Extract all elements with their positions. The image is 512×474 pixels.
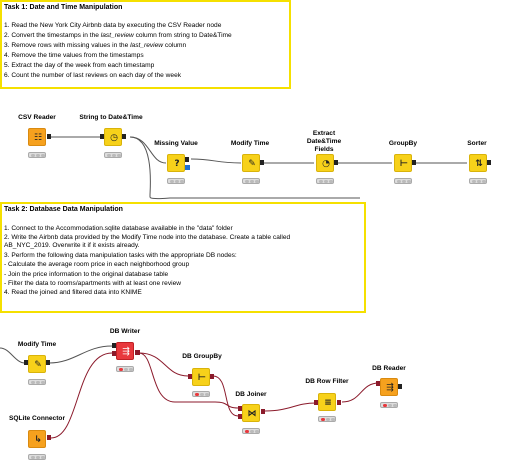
status-traffic-light bbox=[192, 391, 210, 397]
connection-dbjoiner-to-dbrowfilter[interactable] bbox=[264, 402, 317, 412]
task2-line-4: 3. Perform the following data manipulati… bbox=[4, 252, 237, 259]
connection-modify2-to-dbwriter[interactable] bbox=[48, 345, 113, 364]
status-traffic-light bbox=[28, 152, 46, 158]
input-port-db[interactable] bbox=[314, 400, 318, 405]
task2-annotation[interactable]: Task 2: Database Data Manipulation 1. Co… bbox=[0, 202, 366, 313]
clock-edit-icon[interactable]: ✎ bbox=[242, 154, 260, 172]
task2-line-5: - Calculate the average room price in ea… bbox=[4, 261, 190, 268]
task1-annotation[interactable]: Task 1: Date and Time Manipulation 1. Re… bbox=[0, 0, 291, 89]
model-output-port[interactable] bbox=[185, 165, 190, 170]
task1-line-1: 1. Read the New York City Airbnb data by… bbox=[4, 22, 222, 29]
input-port-db[interactable] bbox=[376, 381, 380, 386]
connection-sqlite-to-dbwriter[interactable] bbox=[50, 352, 113, 439]
task2-title: Task 2: Database Data Manipulation bbox=[4, 206, 123, 213]
calendar-icon[interactable]: ◔ bbox=[316, 154, 334, 172]
sort-icon[interactable]: ⇅ bbox=[469, 154, 487, 172]
status-traffic-light bbox=[28, 379, 46, 385]
status-traffic-light bbox=[394, 178, 412, 184]
sqlite-icon[interactable]: ↳ bbox=[28, 430, 46, 448]
task1-line-6: 6. Count the number of last reviews on e… bbox=[4, 72, 182, 79]
input-port-left[interactable] bbox=[238, 406, 242, 411]
task1-line-5: 5. Extract the day of the week from each… bbox=[4, 62, 155, 69]
node-label-line-1: Extract Date&Time Fields bbox=[306, 130, 342, 153]
connection-dbwriter-to-dbjoiner[interactable] bbox=[138, 352, 239, 409]
node-label: Extract Date&Time Fields bbox=[307, 130, 341, 154]
task1-line-3: 3. Remove rows with missing values in th… bbox=[4, 42, 187, 49]
status-traffic-light bbox=[380, 402, 398, 408]
status-traffic-light bbox=[316, 178, 334, 184]
groupby-icon[interactable]: ⊢ bbox=[394, 154, 412, 172]
input-port[interactable] bbox=[100, 134, 104, 139]
output-port-db[interactable] bbox=[210, 374, 214, 379]
status-traffic-light bbox=[28, 454, 46, 460]
output-port-db[interactable] bbox=[337, 400, 341, 405]
node-label: DB GroupBy bbox=[182, 353, 222, 360]
task2-line-3: AB_NYC_2019. Overwrite it if it exists a… bbox=[4, 242, 140, 249]
node-label: Modify Time bbox=[230, 140, 270, 147]
db-join-icon[interactable]: ⋈ bbox=[242, 404, 260, 422]
connection-missing-wrap[interactable] bbox=[129, 136, 360, 200]
db-filter-icon[interactable]: ≡ bbox=[318, 393, 336, 411]
table-icon[interactable]: ☷ bbox=[28, 128, 46, 146]
output-port-db[interactable] bbox=[135, 350, 140, 355]
output-port[interactable] bbox=[47, 134, 51, 139]
output-port-db[interactable] bbox=[47, 435, 51, 440]
node-label: Modify Time bbox=[17, 341, 57, 348]
status-traffic-light bbox=[167, 178, 185, 184]
node-label: GroupBy bbox=[388, 140, 418, 147]
connection-wrap-into-modify2[interactable] bbox=[0, 347, 26, 364]
output-port[interactable] bbox=[185, 157, 189, 162]
input-port[interactable] bbox=[24, 360, 28, 365]
input-port-db[interactable] bbox=[112, 351, 116, 356]
node-label: DB Reader bbox=[372, 365, 406, 372]
task2-line-8: 4. Read the joined and filtered data int… bbox=[4, 289, 142, 296]
status-traffic-light bbox=[242, 178, 260, 184]
output-port[interactable] bbox=[334, 160, 338, 165]
node-label: DB Joiner bbox=[235, 391, 267, 398]
task1-line-2: 2. Convert the timestamps in the last_re… bbox=[4, 32, 232, 39]
connection-dbgroupby-to-dbjoiner[interactable] bbox=[212, 375, 239, 417]
output-port[interactable] bbox=[487, 160, 491, 165]
status-traffic-light bbox=[318, 416, 336, 422]
input-port-db[interactable] bbox=[188, 374, 192, 379]
clock-edit-icon[interactable]: ✎ bbox=[28, 355, 46, 373]
connection-dbwriter-to-dbgroupby[interactable] bbox=[138, 352, 189, 377]
task2-line-1: 1. Connect to the Accommodation.sqlite d… bbox=[4, 225, 233, 232]
node-label: DB Row Filter bbox=[305, 378, 349, 385]
status-traffic-light bbox=[469, 178, 487, 184]
input-port-data[interactable] bbox=[112, 343, 116, 348]
db-read-icon[interactable]: ⇶ bbox=[380, 378, 398, 396]
output-port[interactable] bbox=[46, 360, 50, 365]
question-icon[interactable]: ? bbox=[167, 154, 185, 172]
output-port-db[interactable] bbox=[261, 409, 265, 414]
node-label: DB Writer bbox=[109, 328, 141, 335]
output-port[interactable] bbox=[260, 160, 264, 165]
output-port[interactable] bbox=[122, 134, 126, 139]
input-port-right[interactable] bbox=[238, 414, 242, 419]
node-label: SQLite Connector bbox=[8, 415, 66, 422]
task2-line-7: - Filter the data to rooms/apartments wi… bbox=[4, 280, 182, 287]
task1-line-4: 4. Remove the time values from the times… bbox=[4, 52, 144, 59]
node-label: CSV Reader bbox=[18, 114, 56, 121]
node-label: Missing Value bbox=[154, 140, 198, 147]
status-traffic-light bbox=[242, 428, 260, 434]
db-groupby-icon[interactable]: ⊢ bbox=[192, 368, 210, 386]
task2-line-2: 2. Write the Airbnb data provided by the… bbox=[4, 234, 291, 241]
task2-line-6: - Join the price information to the orig… bbox=[4, 271, 169, 278]
task1-title: Task 1: Date and Time Manipulation bbox=[4, 4, 123, 11]
output-port[interactable] bbox=[398, 384, 402, 389]
output-port[interactable] bbox=[412, 160, 416, 165]
node-label: String to Date&Time bbox=[79, 114, 143, 121]
db-write-icon[interactable]: ⇶ bbox=[116, 342, 134, 360]
status-traffic-light bbox=[104, 152, 122, 158]
connection-dbrowfilter-to-dbreader[interactable] bbox=[341, 382, 380, 403]
clock-icon[interactable]: ◷ bbox=[104, 128, 122, 146]
connection-missing-to-modify[interactable] bbox=[190, 158, 242, 164]
status-traffic-light bbox=[116, 366, 134, 372]
node-label: Sorter bbox=[467, 140, 487, 147]
